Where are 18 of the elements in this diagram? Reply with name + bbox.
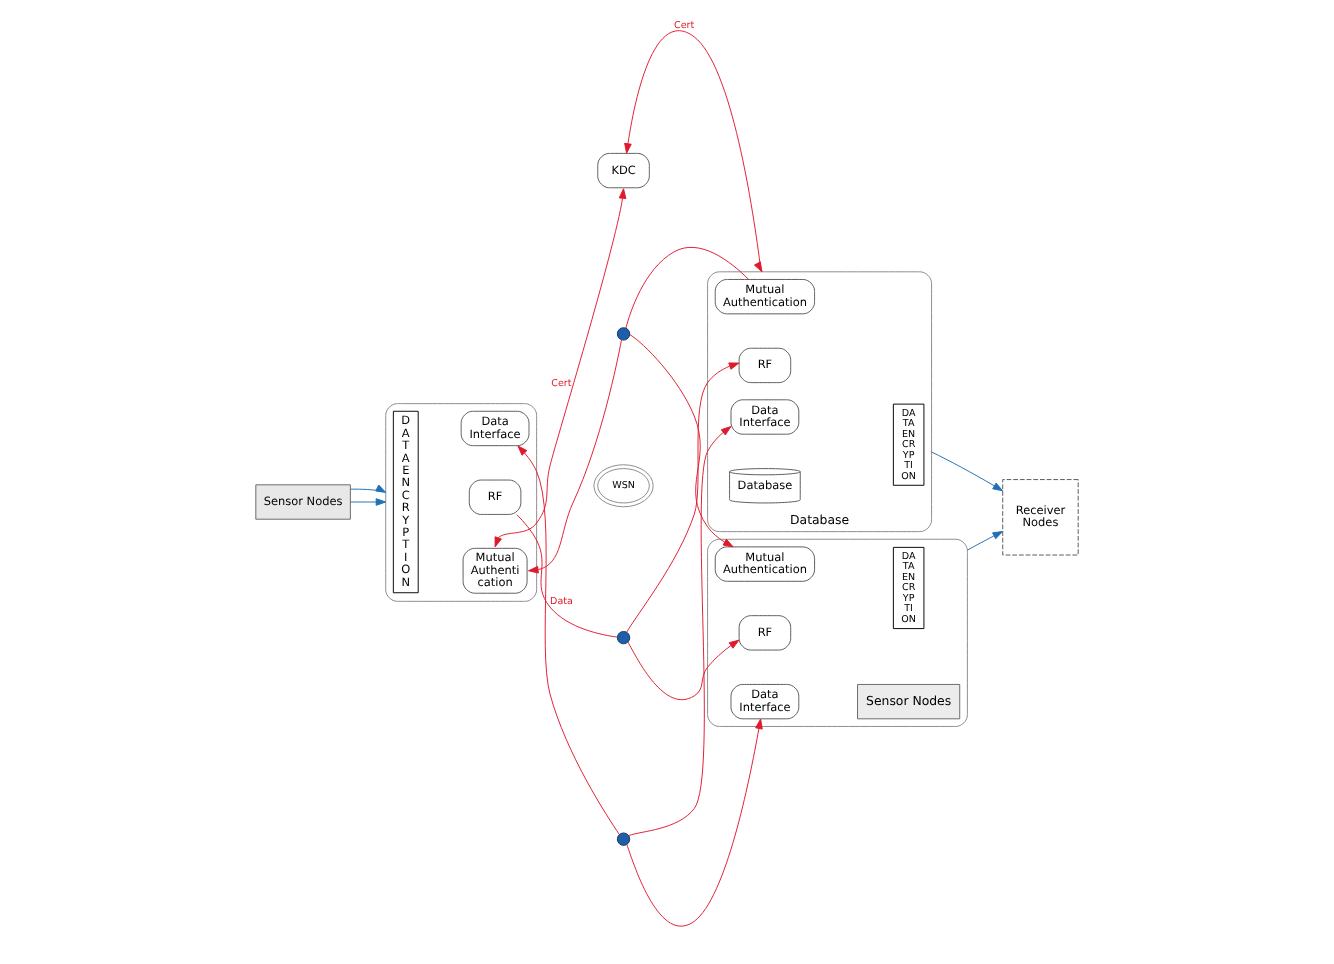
node-circle — [616, 630, 631, 645]
arrow — [624, 30, 763, 273]
arrow — [350, 484, 387, 493]
arrow — [966, 531, 1004, 551]
arrow — [517, 445, 620, 835]
connector — [516, 514, 618, 638]
arrow — [350, 498, 387, 506]
node-circle — [616, 327, 631, 341]
arrow — [626, 362, 740, 633]
node-circle — [616, 832, 631, 846]
arrow — [628, 426, 732, 836]
arrow — [629, 334, 734, 548]
arrow — [931, 451, 1004, 492]
arrow — [626, 718, 763, 927]
arrow — [494, 188, 627, 548]
arrow — [528, 339, 622, 574]
arrow — [627, 639, 740, 701]
connector — [625, 247, 749, 329]
